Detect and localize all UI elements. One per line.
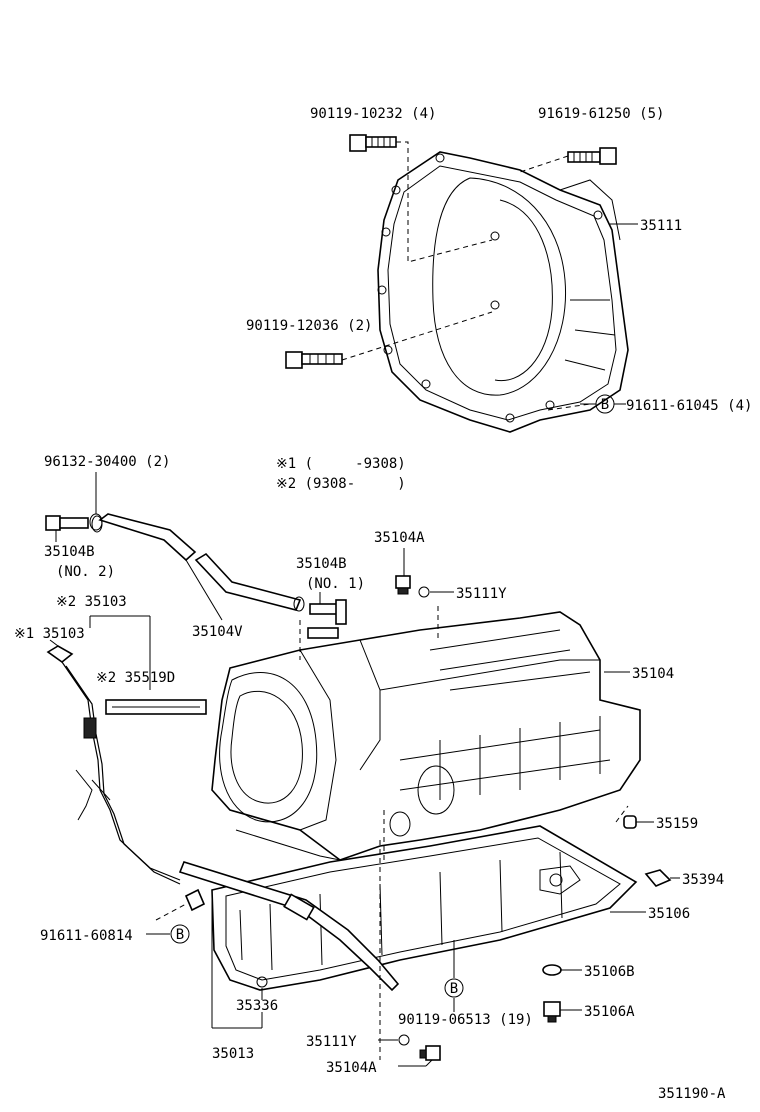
bolt-91611-60814-icon — [184, 888, 206, 912]
label-clip-top: 96132-30400 (2) — [44, 454, 170, 470]
oring-35336-icon — [256, 976, 268, 988]
label-label-plate: ※2 35519D — [96, 670, 175, 686]
label-plug-side: 35159 — [656, 816, 698, 832]
label-oring-tube: 35336 — [236, 998, 278, 1014]
label-union-no1-sub: (NO. 1) — [306, 576, 365, 592]
bell-housing — [377, 151, 629, 433]
label-plug-top: 35104A — [374, 530, 425, 546]
union-no2-icon — [45, 515, 89, 531]
oil-pan — [211, 825, 638, 991]
label-housing: 35111 — [640, 218, 682, 234]
label-bolt-housing-bottom: 91611-61045 (4) — [626, 398, 752, 414]
svg-text:B: B — [450, 981, 458, 997]
label-transmission: 35104 — [632, 666, 674, 682]
label-clip-pan: 35394 — [682, 872, 724, 888]
callout-b-dipstick: B — [170, 924, 190, 944]
label-bolt-top-right: 91619-61250 (5) — [538, 106, 664, 122]
svg-text:B: B — [176, 927, 184, 943]
note-1: ※1 ( -9308) — [276, 456, 406, 472]
label-union-no2: 35104B — [44, 544, 95, 560]
bolt-91619-61250-icon — [567, 147, 617, 165]
label-gasket: 35106B — [584, 964, 635, 980]
plug-35159-icon — [623, 815, 637, 829]
gasket-35106B-icon — [542, 964, 562, 976]
label-dipstick-1: ※1 35103 — [14, 626, 85, 642]
bolt-90119-12036-icon — [285, 351, 343, 369]
plug-35104A-top-icon — [395, 575, 411, 595]
label-union-no2-sub: (NO. 2) — [56, 564, 115, 580]
note-2: ※2 (9308- ) — [276, 476, 406, 492]
label-plug-bottom: 35104A — [326, 1060, 377, 1076]
breather-hose — [91, 513, 305, 612]
bolt-90119-10232-icon — [349, 134, 397, 152]
dipstick — [46, 645, 181, 885]
label-tube: 35013 — [212, 1046, 254, 1062]
label-bolt-top-left: 90119-10232 (4) — [310, 106, 436, 122]
transmission-case — [211, 611, 641, 861]
label-oil-pan: 35106 — [648, 906, 690, 922]
label-oring-bottom: 35111Y — [306, 1034, 357, 1050]
filler-tube — [178, 861, 400, 992]
label-oring-top: 35111Y — [456, 586, 507, 602]
union-no1-icon — [307, 599, 347, 639]
label-dipstick-2: ※2 35103 — [56, 594, 127, 610]
label-bolt-dipstick: 91611-60814 — [40, 928, 133, 944]
clip-35394-icon — [644, 869, 672, 887]
diagram-code: 351190-A — [658, 1086, 726, 1102]
label-hose: 35104V — [192, 624, 243, 640]
plug-35104A-bottom-icon — [419, 1045, 441, 1061]
callout-b-housing: B — [595, 394, 615, 414]
oring-35111Y-bottom-icon — [398, 1034, 410, 1046]
label-pan-bolt: 90119-06513 (19) — [398, 1012, 533, 1028]
callout-b-pan: B — [444, 978, 464, 998]
label-drain-plug: 35106A — [584, 1004, 635, 1020]
svg-text:B: B — [601, 397, 609, 413]
drain-plug-35106A-icon — [543, 1001, 561, 1023]
oring-35111Y-top-icon — [418, 586, 430, 598]
label-union-no1: 35104B — [296, 556, 347, 572]
label-bolt-mid-left: 90119-12036 (2) — [246, 318, 372, 334]
